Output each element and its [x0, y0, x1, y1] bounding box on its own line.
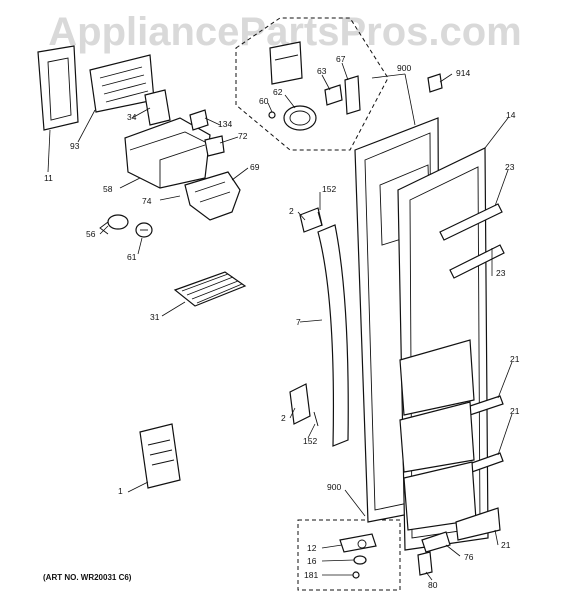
leader-lines: [47, 62, 513, 581]
callout-62: 62: [273, 87, 283, 97]
callout-21-upper: 21: [510, 354, 520, 364]
lamp-socket: [99, 214, 129, 235]
handle-screw-upper: [317, 211, 323, 227]
recess-cover: [184, 171, 241, 221]
callout-93: 93: [70, 141, 80, 151]
callout-7: 7: [296, 317, 301, 327]
callout-69: 69: [250, 162, 260, 172]
drip-grille: [173, 271, 247, 307]
art-number-label: (ART NO. WR20031 C6): [43, 573, 132, 582]
callout-181: 181: [304, 570, 318, 580]
callout-72: 72: [238, 131, 248, 141]
callout-labels: 900 914 67 63 62 60 134 72 34 93 11 58 6…: [44, 54, 520, 590]
callout-31: 31: [150, 312, 160, 322]
valve-group-box: [235, 17, 389, 151]
callout-2-top: 2: [289, 206, 294, 216]
callout-21-lower: 21: [501, 540, 511, 550]
callout-21-mid: 21: [510, 406, 520, 416]
callout-1: 1: [118, 486, 123, 496]
control-panel-frame: [37, 45, 79, 131]
callout-56: 56: [86, 229, 96, 239]
callout-14: 14: [506, 110, 516, 120]
valve-ring: [283, 105, 317, 131]
callout-23-top: 23: [505, 162, 515, 172]
callout-67: 67: [336, 54, 346, 64]
callout-60: 60: [259, 96, 269, 106]
dispenser-housing: [124, 89, 211, 189]
handle-cap-upper: [299, 207, 323, 233]
callout-74: 74: [142, 196, 152, 206]
callout-152-top: 152: [322, 184, 336, 194]
valve-bracket: [324, 75, 361, 115]
callout-2-lower: 2: [281, 413, 286, 423]
door-stop: [417, 551, 433, 576]
callout-152-lower: 152: [303, 436, 317, 446]
callout-23-mid: 23: [496, 268, 506, 278]
instruction-booklet: [139, 423, 181, 489]
callout-16: 16: [307, 556, 317, 566]
shelf-bar-mid: [449, 244, 505, 279]
handle-screw-lower: [313, 411, 319, 427]
callout-58: 58: [103, 184, 113, 194]
callout-914: 914: [456, 68, 470, 78]
callout-61: 61: [127, 252, 137, 262]
callout-134: 134: [218, 119, 232, 129]
spring-clip: [204, 135, 225, 157]
callout-900-top: 900: [397, 63, 411, 73]
light-bulb: [135, 222, 153, 238]
small-bracket: [189, 109, 209, 131]
callout-80: 80: [428, 580, 438, 590]
hinge-screw: [352, 571, 360, 579]
cap: [427, 73, 443, 93]
callout-11: 11: [44, 173, 53, 183]
door-closer: [421, 531, 451, 553]
hinge-group-box: [297, 519, 401, 591]
valve-solenoid: [269, 41, 303, 85]
control-board: [89, 54, 155, 113]
callout-34: 34: [127, 112, 137, 122]
hinge-bushing: [353, 555, 367, 565]
callout-12: 12: [307, 543, 317, 553]
callout-900-bottom: 900: [327, 482, 341, 492]
callout-63: 63: [317, 66, 327, 76]
bottom-bar: [455, 507, 501, 541]
shelf-bar-upper: [439, 203, 503, 241]
door-handle: [317, 224, 349, 447]
valve-screw: [268, 111, 276, 119]
hinge-bracket: [339, 533, 377, 553]
callout-76: 76: [464, 552, 474, 562]
handle-cap-lower: [289, 383, 311, 425]
